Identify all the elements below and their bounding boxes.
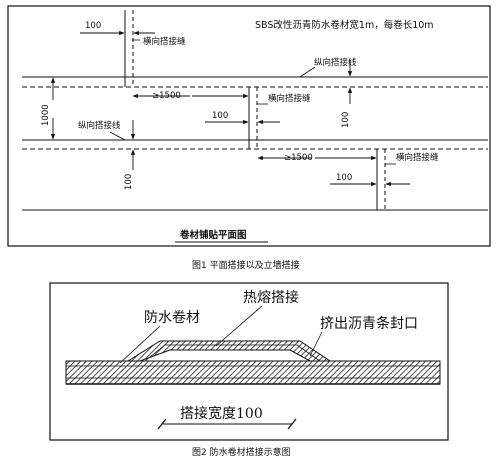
leader-line (109, 131, 126, 141)
figure1-title: 卷材铺贴平面图 (179, 229, 247, 241)
figure1-caption: 图1 平面搭接以及立墙搭接 (192, 259, 300, 271)
dim-1000: 1000 (41, 104, 51, 126)
transverse-seam-label-mid: 横向搭接缝 (268, 93, 311, 104)
longitudinal-seam-label-left: 纵向搭接线 (78, 120, 121, 131)
longitudinal-seam-label-top: 纵向搭接线 (314, 57, 357, 68)
leader-line (299, 66, 316, 78)
dim-100-left-vertical: 100 (124, 174, 134, 190)
leader-line (309, 331, 323, 357)
upper-membrane-layer (126, 340, 332, 362)
figure2-section-diagram: 防水卷材 热熔搭接 挤出沥青条封口 搭接宽度100 (49, 282, 449, 441)
dim-100-mid: 100 (212, 111, 228, 121)
dimension-tick (287, 418, 297, 430)
layer-line (144, 344, 321, 362)
figure1-plan-diagram: 100 横向搭接缝 SBS改性沥青防水卷材宽1m，每卷长10m 纵向搭接线 ≥1… (7, 5, 491, 247)
dim-100-bottom: 100 (336, 173, 352, 183)
transverse-seam-label-top: 横向搭接缝 (143, 36, 186, 47)
figure2-caption: 图2 防水卷材搭接示意图 (192, 446, 291, 458)
transverse-seam-label-bottom: 横向搭接缝 (396, 152, 439, 163)
sealing-label: 挤出沥青条封口 (320, 315, 418, 332)
membrane-label: 防水卷材 (144, 310, 200, 326)
lower-membrane-layer (65, 360, 441, 385)
spec-text: SBS改性沥青防水卷材宽1m，每卷长10m (255, 19, 434, 31)
figure1-frame (7, 5, 491, 247)
figure2-frame (49, 282, 449, 441)
dimension-tick (157, 418, 167, 430)
dim-100-top: 100 (85, 21, 101, 31)
dim-1500-bottom: ≥1500 (284, 153, 313, 163)
dim-1500-top: ≥1500 (152, 91, 181, 101)
overlap-width-label: 搭接宽度100 (180, 405, 263, 422)
dim-100-right-vertical: 100 (341, 112, 351, 128)
hot-melt-label: 热熔搭接 (243, 289, 299, 306)
leader-line (119, 325, 161, 364)
leader-line (215, 305, 263, 347)
